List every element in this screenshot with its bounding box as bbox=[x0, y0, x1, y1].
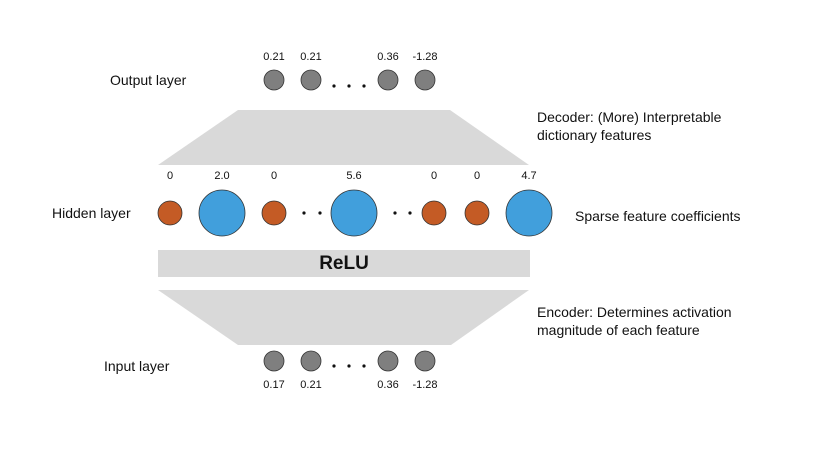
sparse-coefficients-label: Sparse feature coefficients bbox=[575, 208, 741, 224]
input-node bbox=[377, 350, 399, 372]
relu-bar bbox=[158, 250, 530, 277]
ellipsis-dot bbox=[362, 364, 366, 368]
input-value: 0.21 bbox=[300, 379, 322, 391]
output-node bbox=[377, 69, 399, 91]
output-value: 0.36 bbox=[377, 51, 399, 63]
input-node bbox=[300, 350, 322, 372]
encoder-band bbox=[158, 290, 529, 345]
hidden-node-zero bbox=[261, 200, 287, 226]
ellipsis-dot bbox=[362, 84, 366, 88]
output-value: -1.28 bbox=[412, 51, 438, 63]
ellipsis-dot bbox=[347, 364, 351, 368]
input-value: 0.36 bbox=[377, 379, 399, 391]
ellipsis-dot bbox=[347, 84, 351, 88]
output-value: 0.21 bbox=[263, 51, 285, 63]
relu-label: ReLU bbox=[319, 253, 369, 274]
hidden-value: 5.6 bbox=[346, 170, 362, 182]
decoder-label-line2: dictionary features bbox=[537, 127, 652, 143]
decoder-label-line1: Decoder: (More) Interpretable bbox=[537, 109, 722, 125]
input-layer-label: Input layer bbox=[104, 358, 170, 374]
hidden-node-zero bbox=[464, 200, 490, 226]
output-node bbox=[414, 69, 436, 91]
output-value: 0.21 bbox=[300, 51, 322, 63]
ellipsis-dot bbox=[332, 84, 336, 88]
hidden-nodes bbox=[157, 189, 553, 237]
encoder-label-line1: Encoder: Determines activation bbox=[537, 304, 732, 320]
output-node bbox=[300, 69, 322, 91]
hidden-value: 0 bbox=[166, 170, 174, 182]
hidden-node-active bbox=[505, 189, 553, 237]
decoder-band bbox=[158, 110, 529, 165]
hidden-value: 0 bbox=[270, 170, 278, 182]
ellipsis-dot bbox=[393, 211, 397, 215]
output-nodes bbox=[263, 69, 436, 91]
input-node bbox=[263, 350, 285, 372]
encoder-label-line2: magnitude of each feature bbox=[537, 322, 700, 338]
input-nodes bbox=[263, 350, 436, 372]
hidden-value: 0 bbox=[473, 170, 481, 182]
ellipsis-dot bbox=[408, 211, 412, 215]
hidden-node-zero bbox=[421, 200, 447, 226]
hidden-value: 0 bbox=[430, 170, 438, 182]
input-node bbox=[414, 350, 436, 372]
ellipsis-dot bbox=[318, 211, 322, 215]
hidden-node-active bbox=[330, 189, 378, 237]
input-value: 0.17 bbox=[263, 379, 285, 391]
hidden-node-zero bbox=[157, 200, 183, 226]
ellipsis-dot bbox=[302, 211, 306, 215]
output-layer-label: Output layer bbox=[110, 72, 187, 88]
hidden-node-active bbox=[198, 189, 246, 237]
hidden-value: 2.0 bbox=[214, 170, 230, 182]
input-value: -1.28 bbox=[412, 379, 438, 391]
hidden-layer-label: Hidden layer bbox=[52, 205, 131, 221]
output-node bbox=[263, 69, 285, 91]
hidden-value: 4.7 bbox=[521, 170, 537, 182]
ellipsis-dot bbox=[332, 364, 336, 368]
